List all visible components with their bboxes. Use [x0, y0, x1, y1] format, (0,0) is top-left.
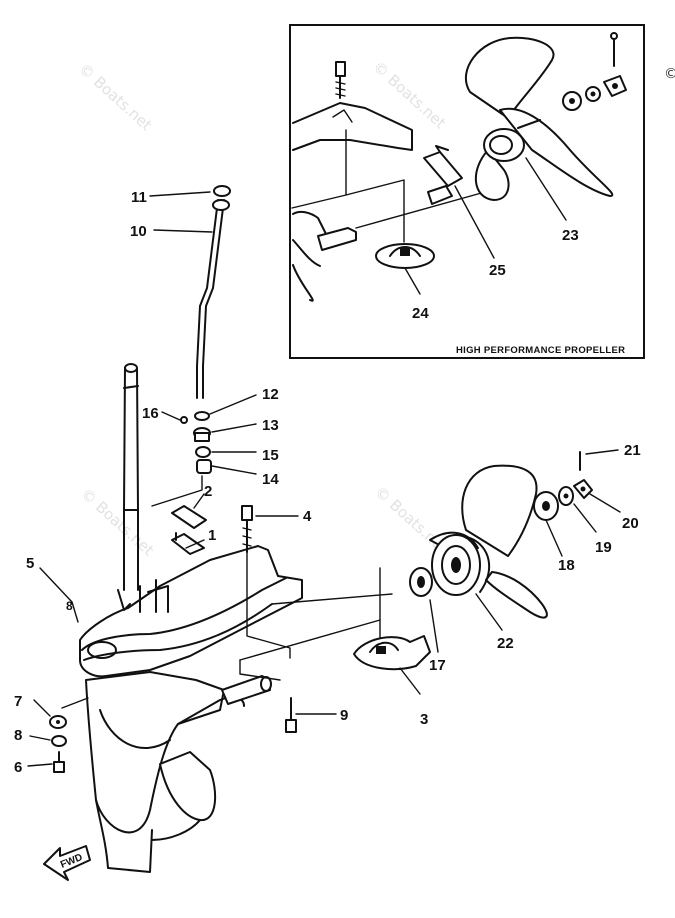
inset-frame	[289, 24, 645, 359]
watermark-3: © Boats.net	[77, 485, 157, 560]
callout-4: 4	[303, 508, 312, 525]
callout-19: 19	[595, 539, 612, 556]
bolt-9	[285, 697, 297, 733]
inset-propeller	[464, 36, 614, 201]
callout-22: 22	[497, 635, 514, 652]
prop-hardware	[533, 451, 593, 521]
callout-2: 2	[204, 483, 212, 500]
bolt-4	[241, 505, 253, 553]
callout-15: 15	[262, 447, 279, 464]
callout-5b: 8	[66, 599, 73, 613]
inset-title: HIGH PERFORMANCE PROPELLER	[456, 345, 625, 356]
high-performance-inset: HIGH PERFORMANCE PROPELLER	[289, 24, 645, 359]
leader-steps	[239, 551, 291, 681]
callout-18: 18	[558, 557, 575, 574]
callout-8: 8	[14, 727, 22, 744]
callout-17: 17	[429, 657, 446, 674]
callout-9: 9	[340, 707, 348, 724]
callout-5: 5	[26, 555, 34, 572]
anode-3	[353, 635, 431, 671]
watermark-2: © Boats.net	[369, 58, 449, 133]
callout-7: 7	[14, 693, 22, 710]
callout-12: 12	[262, 386, 279, 403]
callout-6: 6	[14, 759, 22, 776]
shift-rod	[196, 185, 231, 399]
prop-shaft	[221, 675, 272, 705]
callout-20: 20	[622, 515, 639, 532]
callouts: 11 10 12 16 13 15 14 2 4 1 5 8 7 8 6 9 3…	[14, 189, 641, 776]
drive-shaft	[123, 363, 139, 591]
callout-1: 1	[208, 527, 216, 544]
fwd-arrow: FWD	[43, 845, 91, 881]
callout-11: 11	[131, 189, 147, 206]
callout-13: 13	[262, 417, 279, 434]
inset-anode	[375, 243, 435, 269]
callout-25: 25	[489, 262, 506, 279]
lower-unit-gearcase	[79, 545, 303, 873]
callout-3: 3	[420, 711, 428, 728]
callout-10: 10	[130, 223, 147, 240]
bolt-6-7-8	[49, 697, 89, 773]
inset-prop-shaft	[317, 227, 357, 251]
main-propeller	[429, 464, 548, 619]
inset-bolt	[335, 61, 346, 99]
shift-rod-parts	[151, 411, 212, 507]
callout-24: 24	[412, 305, 429, 322]
callout-23: 23	[562, 227, 579, 244]
washer-17	[409, 567, 433, 597]
inset-hardware	[562, 32, 627, 111]
inset-spacer	[423, 145, 463, 205]
callout-21: 21	[624, 442, 641, 459]
watermark-1: © Boats.net	[75, 60, 155, 135]
leaders	[27, 191, 621, 767]
callout-14: 14	[262, 471, 279, 488]
plates	[171, 505, 207, 555]
inset-gearcase	[292, 102, 413, 151]
watermark-5: ©	[664, 66, 675, 82]
callout-16: 16	[142, 405, 159, 422]
